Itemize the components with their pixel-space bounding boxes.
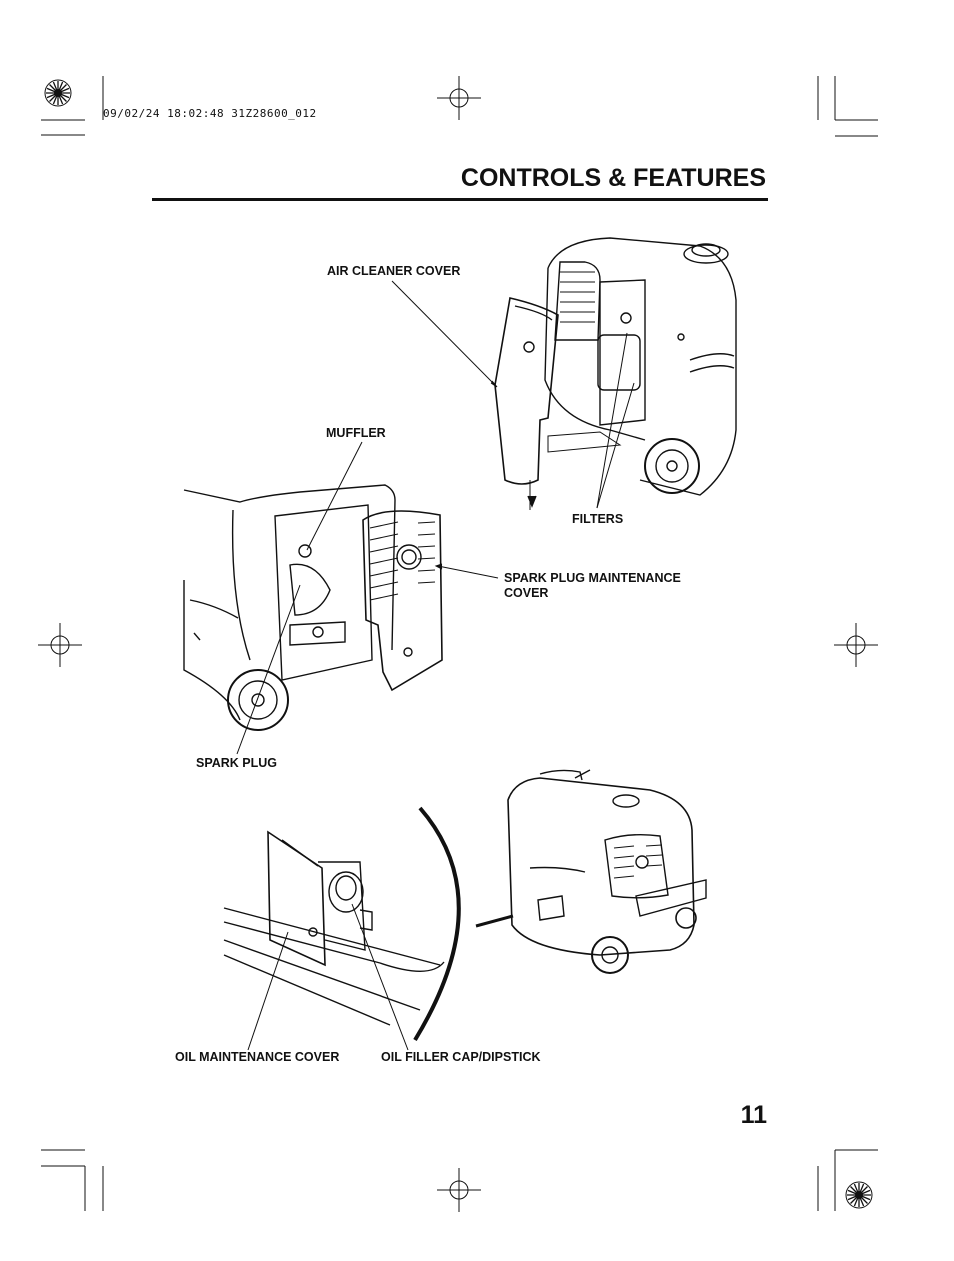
- registration-mark-icon: [845, 1181, 873, 1209]
- callout-air-cleaner-cover: AIR CLEANER COVER: [327, 264, 461, 278]
- callout-muffler: MUFFLER: [326, 426, 386, 440]
- callout-spark-plug-maintenance-cover-line1: SPARK PLUG MAINTENANCE: [504, 571, 681, 585]
- callout-oil-filler-cap-dipstick: OIL FILLER CAP/DIPSTICK: [381, 1050, 541, 1064]
- oil-maintenance-illustration: [223, 769, 707, 1042]
- air-cleaner-illustration: [494, 237, 737, 510]
- callout-spark-plug-maintenance-cover: SPARK PLUG MAINTENANCE COVER: [504, 571, 681, 601]
- crosshair-icon: [833, 622, 879, 668]
- print-stamp: 09/02/24 18:02:48 31Z28600_012: [103, 107, 317, 120]
- callout-spark-plug-maintenance-cover-line2: COVER: [504, 586, 549, 600]
- callout-oil-maintenance-cover: OIL MAINTENANCE COVER: [175, 1050, 340, 1064]
- crosshair-icon: [436, 75, 482, 121]
- callout-spark-plug: SPARK PLUG: [196, 756, 278, 770]
- registration-mark-icon: [44, 79, 72, 107]
- title-rule: [152, 198, 768, 201]
- spark-plug-illustration: [183, 484, 443, 731]
- callout-filters: FILTERS: [572, 512, 624, 526]
- crop-marks: [41, 76, 878, 1211]
- section-title: CONTROLS & FEATURES: [460, 164, 766, 192]
- leader-lines: [236, 280, 635, 1051]
- page-number: 11: [740, 1101, 767, 1129]
- crosshair-icon: [436, 1167, 482, 1213]
- crosshair-icon: [37, 622, 83, 668]
